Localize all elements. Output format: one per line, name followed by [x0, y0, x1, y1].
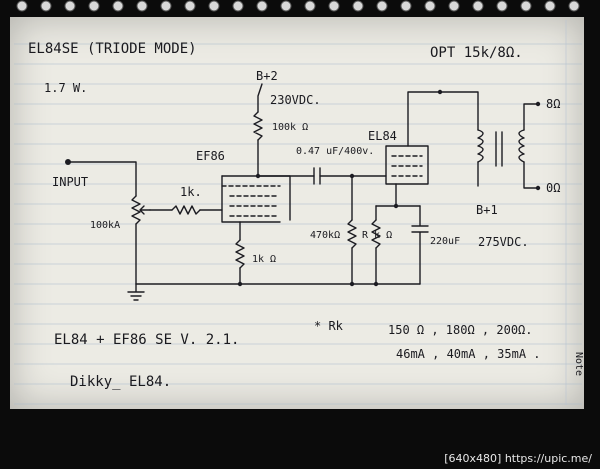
opt-primary-top — [439, 91, 479, 131]
version-note: EL84 + EF86 SE V. 2.1. — [54, 332, 239, 348]
output-tube-grids — [391, 155, 423, 177]
speaker-8-label: 8Ω — [546, 97, 560, 111]
driver-tube-label: EF86 — [196, 149, 225, 163]
rk-label: * Rk — [314, 319, 344, 333]
output-transformer-spec: OPT 15k/8Ω. — [430, 45, 523, 61]
input-label: INPUT — [52, 175, 88, 189]
grid-leak-symbol — [347, 219, 357, 249]
input-wire — [67, 161, 137, 197]
grid-leak-label: 470kΩ — [310, 230, 340, 241]
output-tube-envelope — [385, 145, 429, 185]
current-values: 46mA , 40mA , 35mA . — [396, 347, 541, 361]
opt-primary-winding — [477, 129, 484, 163]
bypass-cap-symbol — [411, 205, 429, 285]
driver-screen-wire — [221, 175, 291, 221]
bplus2-label: B+2 — [256, 69, 278, 83]
speaker-0-terminal — [535, 185, 541, 191]
speaker-8-terminal — [535, 101, 541, 107]
cathode-resistor-label: R k Ω — [362, 230, 392, 241]
notebook-page — [10, 17, 584, 409]
grid-stopper-label: 1k. — [180, 185, 202, 199]
ground-node-gridleak — [349, 281, 355, 287]
coupling-cap-symbol — [313, 167, 321, 185]
pot-wiper — [139, 205, 151, 215]
coupling-cap-label: 0.47 uF/400v. — [296, 146, 374, 157]
cathode-resistor-symbol — [371, 219, 381, 249]
grid-stopper-symbol — [171, 205, 201, 215]
ground-node-cathode — [373, 281, 379, 287]
bplus2-wire — [257, 83, 263, 113]
volume-pot-symbol — [131, 195, 141, 225]
schematic-title: EL84SE (TRIODE MODE) — [28, 41, 197, 57]
opt-core — [495, 131, 503, 167]
ruled-lines — [14, 20, 582, 405]
opt-secondary-winding — [518, 129, 525, 163]
margin-note: Note — [573, 352, 584, 376]
driver-cathode-resistor-symbol — [235, 239, 245, 269]
notebook-rings — [16, 0, 580, 12]
rk-values: 150 Ω , 180Ω , 200Ω. — [388, 323, 533, 337]
bplus1-voltage: 275VDC. — [478, 235, 529, 249]
pot-label: 100kA — [90, 220, 120, 231]
power-output: 1.7 W. — [44, 81, 87, 95]
plate-resistor-label: 100k Ω — [272, 122, 308, 133]
plate-resistor-symbol — [253, 111, 263, 141]
ground-node-driver — [237, 281, 243, 287]
author-note: Dikky_ EL84. — [70, 374, 171, 390]
ground-symbol — [127, 283, 145, 301]
driver-cathode-resistor-label: 1k Ω — [252, 254, 276, 265]
opt-secondary-leads — [523, 103, 537, 189]
watermark-text: [640x480] https://upic.me/ — [444, 452, 592, 465]
driver-tube-envelope — [221, 175, 281, 223]
speaker-0-label: 0Ω — [546, 181, 560, 195]
driver-tube-grids — [221, 185, 281, 217]
bplus1-label: B+1 — [476, 203, 498, 217]
bypass-cap-label: 220uF — [430, 236, 460, 247]
output-plate-wire — [407, 91, 441, 147]
output-tube-label: EL84 — [368, 129, 397, 143]
bplus2-voltage: 230VDC. — [270, 93, 321, 107]
